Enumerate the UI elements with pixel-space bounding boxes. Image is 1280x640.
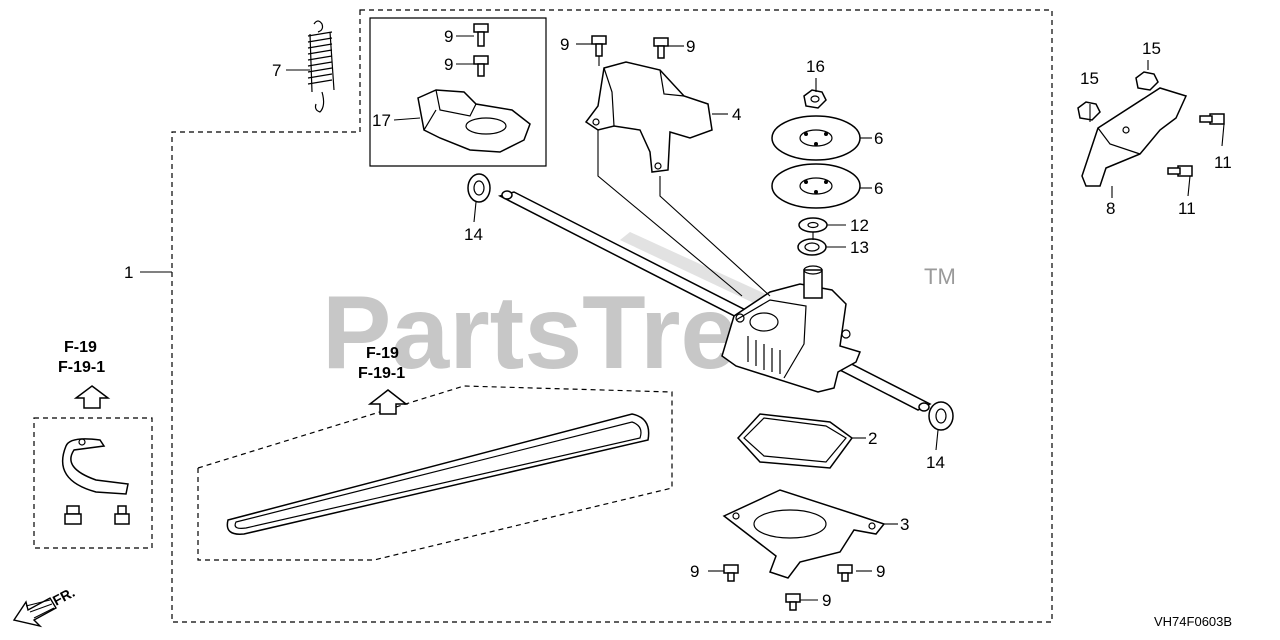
callout-15-left: 15 xyxy=(1080,69,1099,88)
callout-2: 2 xyxy=(868,429,877,448)
clip-reference-box xyxy=(33,417,153,549)
seal-13-part xyxy=(797,238,827,256)
bolt-inset-lower xyxy=(473,55,489,77)
watermark-trademark: TM xyxy=(924,264,956,289)
belt-reference-box xyxy=(197,385,673,561)
ref-arrow-belt xyxy=(367,389,409,415)
gasket-2-part xyxy=(736,413,854,469)
callout-15-right: 15 xyxy=(1142,39,1161,58)
callout-1: 1 xyxy=(124,263,133,282)
front-direction-indicator: FR. xyxy=(12,584,77,628)
callout-7: 7 xyxy=(272,61,281,80)
bracket-3-part xyxy=(722,489,886,579)
oil-seal-right-part xyxy=(928,401,954,431)
callout-16: 16 xyxy=(806,57,825,76)
callout-14-left: 14 xyxy=(464,225,483,244)
callout-9-bottom-center: 9 xyxy=(822,591,831,610)
leader-lines xyxy=(140,35,1225,601)
callout-9-inset-upper: 9 xyxy=(444,27,453,46)
pulley-lower-part xyxy=(771,163,861,209)
assembly-boundary xyxy=(171,9,1053,623)
nut-16-part xyxy=(803,89,827,109)
callout-9-bottom-left: 9 xyxy=(690,562,699,581)
nut-15-left-part xyxy=(1077,101,1101,121)
bracket-inset-box xyxy=(369,17,547,167)
callout-6-lower: 6 xyxy=(874,179,883,198)
retaining-clip-part xyxy=(61,438,129,495)
washer-12-part xyxy=(798,217,828,233)
oil-seal-left-part xyxy=(467,173,491,203)
callout-9-bracket-right: 9 xyxy=(686,37,695,56)
bolt-bracket4-right xyxy=(653,37,669,59)
bolt-inset-upper xyxy=(473,23,489,47)
callout-3: 3 xyxy=(900,515,909,534)
bracket-8-part xyxy=(1081,87,1188,187)
callout-9-bracket-left: 9 xyxy=(560,35,569,54)
bolt-bottom-right xyxy=(837,564,853,582)
watermark-text: PartsTree xyxy=(322,275,796,391)
nut-15-right-part xyxy=(1135,71,1159,91)
ref-left-line1: F-19 xyxy=(64,339,97,356)
callout-4: 4 xyxy=(732,105,741,124)
diagram-code: VH74F0603B xyxy=(1154,614,1232,629)
callout-13: 13 xyxy=(850,238,869,257)
spring-part xyxy=(307,20,335,113)
ref-belt-line2: F-19-1 xyxy=(358,365,405,382)
callout-9-bottom-right: 9 xyxy=(876,562,885,581)
transmission-housing-part xyxy=(721,265,862,393)
clip-bolt-right xyxy=(114,505,130,525)
ref-arrow-left xyxy=(73,385,111,409)
ref-belt-line1: F-19 xyxy=(366,345,399,362)
callout-12: 12 xyxy=(850,216,869,235)
callout-9-inset-lower: 9 xyxy=(444,55,453,74)
bolt-11-lower-part xyxy=(1167,165,1193,177)
bracket-4-part xyxy=(584,61,713,173)
callout-14-right: 14 xyxy=(926,453,945,472)
bolt-bottom-left xyxy=(723,564,739,582)
bolt-bracket4-left xyxy=(591,35,607,66)
ref-left-line2: F-19-1 xyxy=(58,359,105,376)
clip-bolt-left xyxy=(64,505,82,525)
bolt-bottom-center xyxy=(785,593,801,611)
callout-17: 17 xyxy=(372,111,391,130)
callout-11-lower: 11 xyxy=(1178,199,1196,218)
callout-8: 8 xyxy=(1106,199,1115,218)
callout-11-upper: 11 xyxy=(1214,153,1232,172)
bolt-11-upper-part xyxy=(1199,113,1225,125)
callout-6-upper: 6 xyxy=(874,129,883,148)
pulley-upper-part xyxy=(771,115,861,161)
v-belt-part xyxy=(226,413,650,535)
bracket-17-part xyxy=(417,89,531,153)
